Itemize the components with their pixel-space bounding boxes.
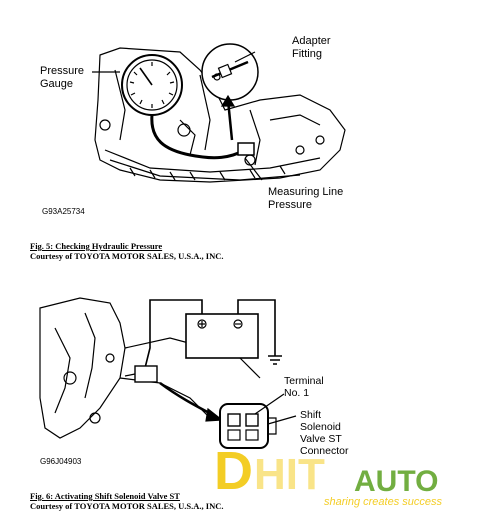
figure1-caption-title: Fig. 5: Checking Hydraulic Pressure — [30, 241, 163, 251]
figure1-caption-credit: Courtesy of TOYOTA MOTOR SALES, U.S.A., … — [30, 251, 224, 261]
watermark-brand-hit: HIT — [254, 450, 325, 499]
svg-text:Pressure: Pressure — [268, 199, 312, 211]
svg-text:Solenoid: Solenoid — [300, 421, 341, 433]
shift-solenoid-illustration: Terminal No. 1 Shift Solenoid Valve ST C… — [39, 297, 349, 466]
shift-solenoid-label: Shift — [300, 409, 321, 421]
figure-hydraulic-pressure: Pressure Gauge Adapter Fitting Measuring… — [0, 0, 483, 240]
svg-text:Valve ST: Valve ST — [300, 433, 342, 445]
terminal-label: Terminal — [284, 375, 324, 387]
pressure-gauge-label: Pressure — [40, 65, 84, 77]
battery — [185, 313, 259, 359]
watermark-brand-d: D — [214, 441, 253, 501]
transmission-housing — [39, 297, 126, 439]
figure2-caption-title: Fig. 6: Activating Shift Solenoid Valve … — [30, 491, 180, 501]
svg-text:Fitting: Fitting — [292, 48, 322, 60]
dhit-auto-watermark: D HIT AUTO sharing creates success — [214, 441, 442, 508]
svg-text:No. 1: No. 1 — [284, 387, 309, 399]
figure2-caption: Fig. 6: Activating Shift Solenoid Valve … — [30, 491, 223, 511]
adapter-fitting-label: Adapter — [292, 35, 331, 47]
svg-text:Connector: Connector — [300, 445, 349, 457]
figure1-image-code: G93A25734 — [42, 207, 85, 216]
watermark-tagline: sharing creates success — [324, 496, 442, 508]
shift-solenoid-connector — [219, 403, 269, 449]
hydraulic-pressure-illustration: Pressure Gauge Adapter Fitting Measuring… — [40, 35, 346, 216]
figure-shift-solenoid: Terminal No. 1 Shift Solenoid Valve ST C… — [0, 268, 483, 490]
svg-text:Gauge: Gauge — [40, 78, 73, 90]
figure1-caption: Fig. 5: Checking Hydraulic Pressure Cour… — [30, 241, 223, 261]
figure2-image-code: G96J04903 — [40, 457, 82, 466]
measuring-line-label: Measuring Line — [268, 186, 343, 198]
figure2-caption-credit: Courtesy of TOYOTA MOTOR SALES, U.S.A., … — [30, 501, 224, 511]
watermark-brand-auto: AUTO — [354, 465, 438, 498]
